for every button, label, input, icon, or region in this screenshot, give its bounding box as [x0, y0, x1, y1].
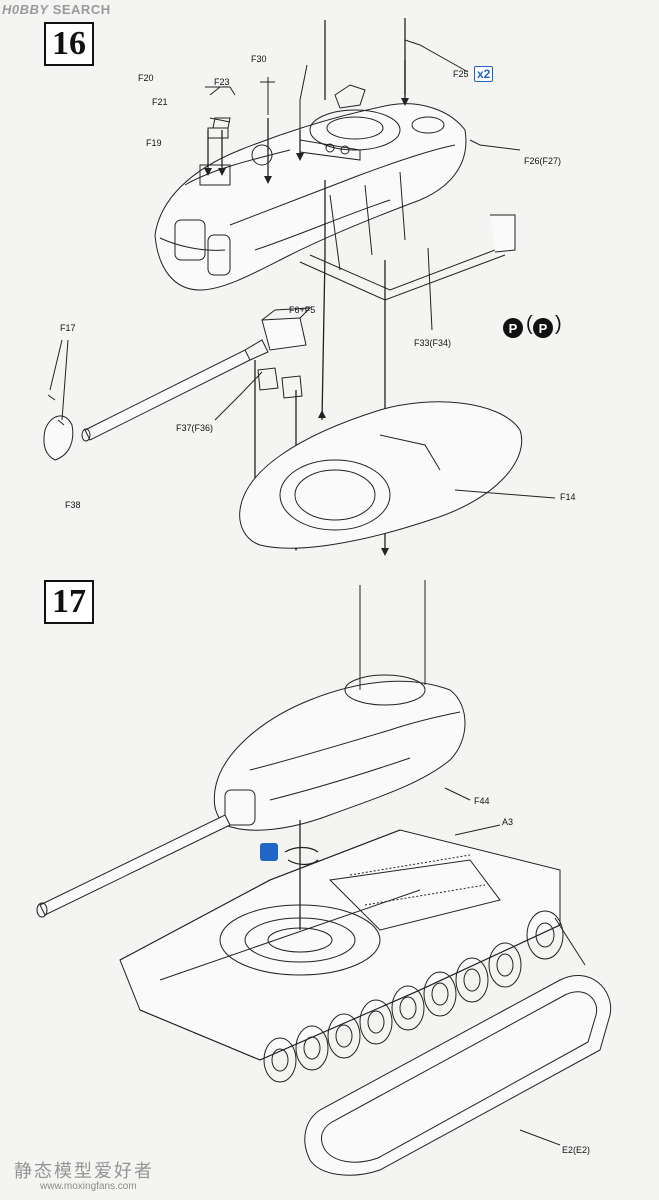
- label-f44: F44: [474, 796, 490, 806]
- road-wheels: [263, 910, 564, 1083]
- label-f23: F23: [214, 77, 230, 87]
- label-f20: F20: [138, 73, 154, 83]
- turret-16: [154, 18, 467, 291]
- label-f38: F38: [65, 500, 81, 510]
- paren-open: (: [526, 313, 533, 335]
- paren-close: ): [555, 313, 562, 335]
- tank-hull: [119, 820, 561, 1061]
- site-watermark: 静态模型爱好者: [14, 1161, 154, 1182]
- p-circle-icon: P: [533, 318, 553, 338]
- turret-f44: [213, 580, 466, 831]
- label-f25: F25: [453, 69, 469, 79]
- gun-barrel-16: [81, 339, 269, 442]
- label-f19: F19: [146, 138, 162, 148]
- label-f6-f5: F6+F5: [289, 305, 316, 315]
- x2-badge-icon: x2: [474, 66, 494, 82]
- site-url: www.moxingfans.com: [40, 1181, 137, 1192]
- hobbysearch-watermark: H0BBY SEARCH: [2, 2, 111, 17]
- label-f33: F33(F34): [414, 338, 452, 348]
- p-circle-icon: P: [503, 318, 523, 338]
- step-16-number: 16: [44, 22, 94, 66]
- label-e2: E2(E2): [562, 1145, 591, 1155]
- label-f21: F21: [152, 97, 168, 107]
- track-e2: [304, 974, 612, 1176]
- label-f30: F30: [251, 54, 267, 64]
- label-f37: F37(F36): [176, 423, 214, 433]
- glue-bottle-icon: [260, 843, 278, 861]
- step-17-number: 17: [44, 580, 94, 624]
- label-f17: F17: [60, 323, 76, 333]
- turret-ring-f14: [239, 401, 523, 549]
- label-a3: A3: [502, 817, 514, 827]
- label-f14: F14: [560, 492, 576, 502]
- label-f26: F26(F27): [524, 156, 562, 166]
